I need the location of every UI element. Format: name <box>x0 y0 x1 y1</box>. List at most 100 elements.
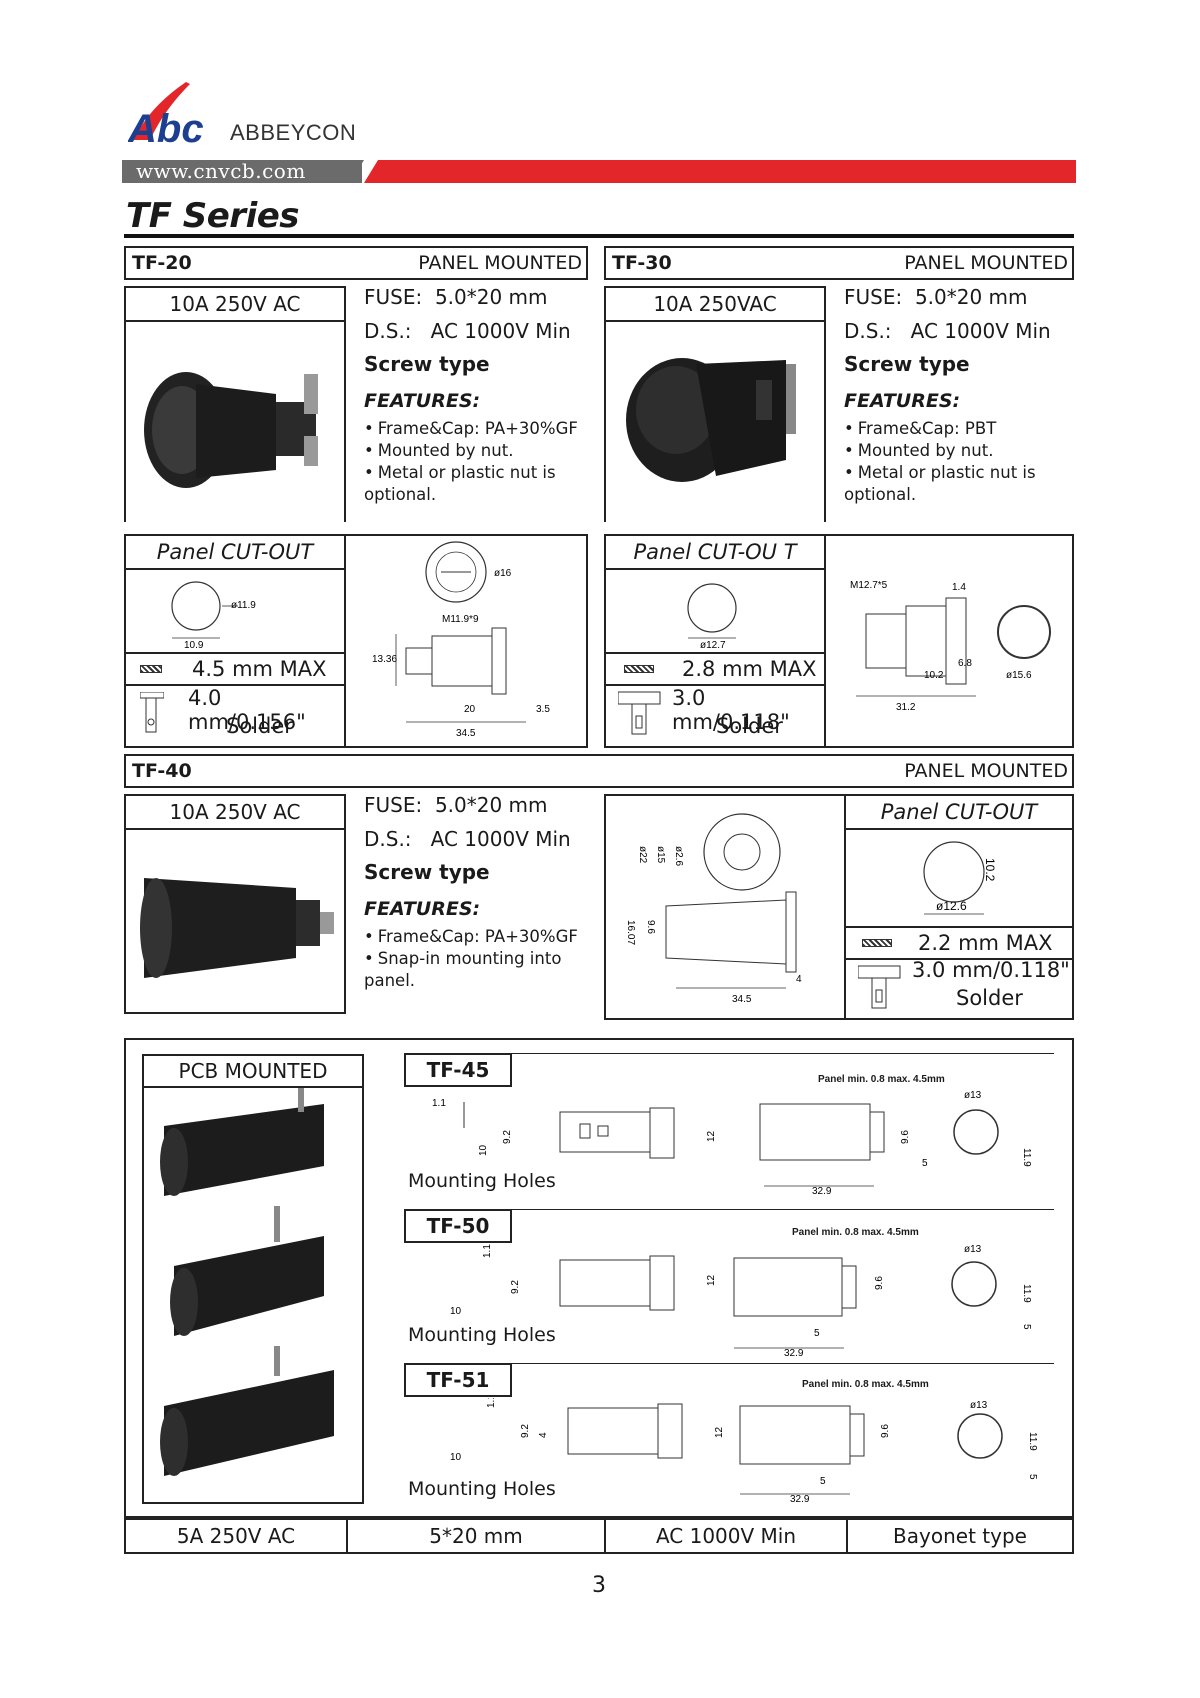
tf30-dim: 31.2 <box>896 702 916 713</box>
tf30-dim: 1.4 <box>952 582 966 593</box>
tf20-dim: 34.5 <box>456 728 476 739</box>
tf20-ds-label: D.S.: <box>364 319 412 343</box>
tf20-type: Screw type <box>364 352 490 376</box>
tf20-rating: 10A 250V AC <box>124 286 346 322</box>
tf20-feature: Frame&Cap: PA+30%GF <box>364 418 588 440</box>
tf45-dim: ø13 <box>964 1090 982 1101</box>
tf20-feature: Metal or plastic nut is optional. <box>364 462 588 506</box>
tf40-fuse-value: 5.0*20 mm <box>434 793 548 817</box>
tf30-feature: Frame&Cap: PBT <box>844 418 1074 440</box>
tf30-panel-thickness: 2.8 mm MAX <box>682 657 817 681</box>
tf51-bayonet-cap-icon <box>957 1413 1003 1459</box>
tf30-mount: PANEL MOUNTED <box>904 252 1068 274</box>
tf51-dim: ø13 <box>970 1400 988 1411</box>
tf50-dim: 1.1 <box>482 1244 493 1258</box>
tf30-dim: M12.7*5 <box>850 580 888 591</box>
header-bar-gray <box>122 160 362 183</box>
tf30-dim: ø15.6 <box>1006 670 1032 681</box>
tf40-features-title: FEATURES: <box>364 898 481 920</box>
tf30-feature: Metal or plastic nut is optional. <box>844 462 1074 506</box>
tf20-dim: 13.36 <box>372 654 397 665</box>
tf30-terminal-type: Solder <box>716 714 783 738</box>
tf40-panel-thickness: 2.2 mm MAX <box>918 931 1053 955</box>
tf51-dim: 12 <box>714 1426 725 1438</box>
website-url: www.cnvcb.com <box>136 159 306 183</box>
tf30-panel-thickness-row: 2.8 mm MAX <box>604 652 826 686</box>
tf30-cutout-dim: ø12.7 <box>700 640 726 651</box>
tf40-panel-thickness-row: 2.2 mm MAX <box>844 926 1074 960</box>
tf45-dim: 12 <box>706 1130 717 1142</box>
pcb-divider <box>404 1363 1054 1364</box>
tf30-dim: 10.2 <box>924 670 944 681</box>
tf20-cutout-dim: ø11.9 <box>231 600 256 611</box>
tf20-terminal-type: Solder <box>226 714 293 738</box>
tf51-dim: 10 <box>450 1452 462 1463</box>
header-bar-slant <box>350 160 364 183</box>
tf20-panel-thickness: 4.5 mm MAX <box>192 657 327 681</box>
tf51-dim: 5 <box>820 1476 826 1487</box>
tf50-panel-note: Panel min. 0.8 max. 4.5mm <box>792 1227 919 1238</box>
tf20-block: 10A 250V AC FUSE: 5.0*20 mm D.S.: AC 100… <box>124 285 588 748</box>
tf40-dim: 9.6 <box>645 920 656 934</box>
tf20-fuse-label: FUSE: <box>364 285 423 309</box>
tf45-dim: 11.9 <box>1021 1148 1032 1167</box>
tf30-cap-end-icon <box>997 605 1051 659</box>
tf40-terminal-type: Solder <box>956 986 1023 1010</box>
tf20-cutout-circle-icon <box>171 581 221 631</box>
brand-name: ABBEYCON <box>230 120 357 145</box>
abbeycon-logo-icon: Abc <box>127 82 204 151</box>
tf20-terminal: 4.0 mm/0.156" <box>188 686 306 734</box>
tf50-dim: 5 <box>1021 1324 1032 1330</box>
tf30-fuse-holder-photo-icon <box>626 358 796 482</box>
tf40-cap-end-icon <box>703 813 781 891</box>
panel-thickness-icon <box>140 665 162 673</box>
tf45-mounting-holes: Mounting Holes <box>408 1170 556 1192</box>
tf20-panel-thickness-row: 4.5 mm MAX <box>124 652 346 686</box>
tf50-bayonet-cap-icon <box>951 1261 997 1307</box>
tf51-dim: 5 <box>1027 1474 1038 1480</box>
tf51-dim: 1.1 <box>486 1398 497 1408</box>
tf40-specs: FUSE: 5.0*20 mm D.S.: AC 1000V Min Screw… <box>364 788 604 992</box>
tf20-ds-value: AC 1000V Min <box>430 319 571 343</box>
tf40-cutout-circle-icon <box>923 841 985 903</box>
tf51-drawing: 1.1 10 9.2 4 12 9.6 5 32.9 ø13 11.9 5 <box>404 1394 1054 1508</box>
pcb-photo <box>142 1086 364 1504</box>
tf50-dim: 5 <box>814 1328 820 1339</box>
tf40-feature: Frame&Cap: PA+30%GF <box>364 926 604 948</box>
tf40-terminal: 3.0 mm/0.118" <box>912 958 1070 982</box>
tf40-ds-value: AC 1000V Min <box>430 827 571 851</box>
solder-terminal-icon <box>139 691 165 734</box>
tf30-ds-value: AC 1000V Min <box>910 319 1051 343</box>
tf40-dim: 34.5 <box>732 994 752 1005</box>
tf30-model: TF-30 <box>612 252 672 274</box>
tf30-header: TF-30 PANEL MOUNTED <box>604 246 1074 280</box>
tf51-mounting-holes: Mounting Holes <box>408 1478 556 1500</box>
tf40-cutout-drawing: 10.2 ø12.6 <box>844 828 1074 928</box>
tf40-dim: 16.07 <box>625 920 636 945</box>
tf45-bayonet-cap-icon <box>953 1109 999 1155</box>
tf30-ds-label: D.S.: <box>844 319 892 343</box>
pcb-divider <box>404 1053 1054 1054</box>
tf20-mount: PANEL MOUNTED <box>418 252 582 274</box>
tf30-terminal: 3.0 mm/0.118" <box>672 686 790 734</box>
tf50-drawing: 1.1 10 9.2 12 9.6 5 32.9 ø13 11.9 5 <box>404 1244 1054 1359</box>
tf40-dim: ø15 <box>655 846 666 864</box>
panel-thickness-icon <box>862 939 892 947</box>
pcb-header: PCB MOUNTED <box>142 1054 364 1088</box>
tf40-terminal-row: 3.0 mm/0.118" Solder <box>844 958 1074 1020</box>
pcb-fuse-holders-photo-icon <box>160 1088 334 1476</box>
tf50-dim: 9.6 <box>874 1276 885 1290</box>
tf20-header: TF-20 PANEL MOUNTED <box>124 246 588 280</box>
tf20-photo <box>124 320 346 522</box>
tf20-cutout-title: Panel CUT-OUT <box>124 534 346 570</box>
tf20-terminal-row: 4.0 mm/0.156" Solder <box>124 684 346 748</box>
tf40-fuse-holder-photo-icon <box>140 878 334 978</box>
tf45-dim: 32.9 <box>812 1186 832 1197</box>
tf30-features-title: FEATURES: <box>844 390 961 412</box>
pcb-footer-rating: 5A 250V AC <box>124 1518 348 1554</box>
tf45-panel-note: Panel min. 0.8 max. 4.5mm <box>818 1074 945 1085</box>
tf20-model: TF-20 <box>132 252 192 274</box>
tf20-cutout-drawing: ø11.9 10.9 <box>124 568 346 654</box>
solder-terminal-icon <box>857 964 902 1010</box>
tf20-dim: 20 <box>464 704 476 715</box>
